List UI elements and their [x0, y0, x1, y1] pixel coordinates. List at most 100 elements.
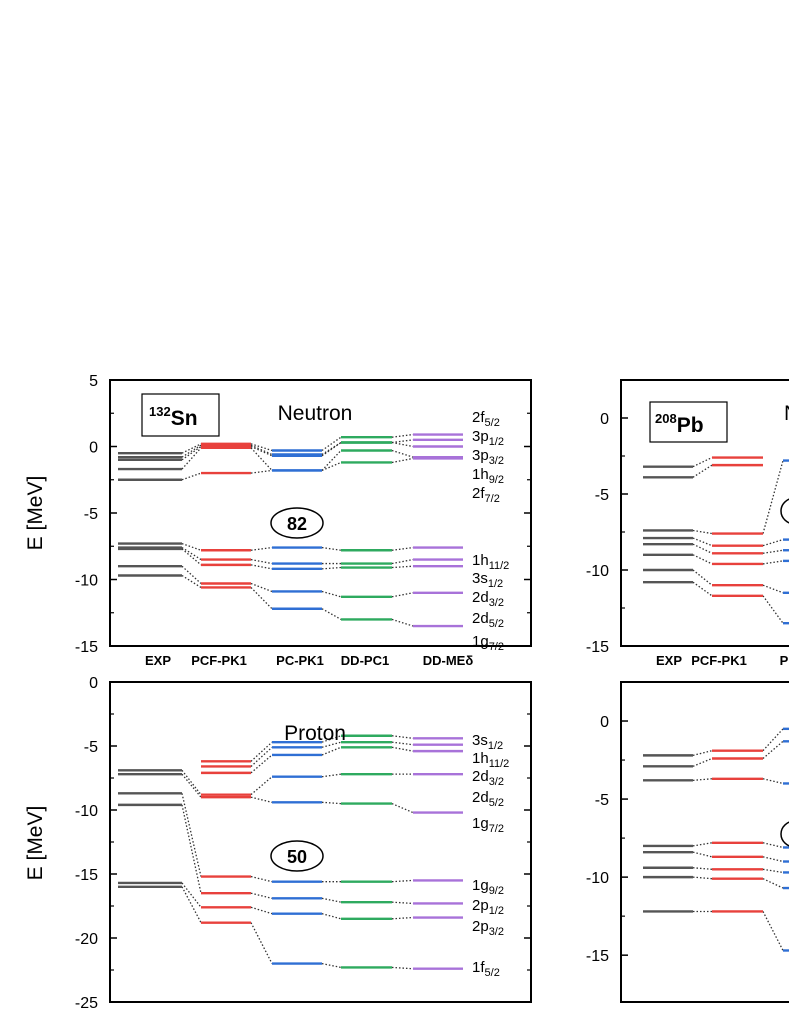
nucleus-label: 208Pb [655, 411, 704, 437]
level-connector [250, 587, 273, 610]
nucleus-label-box [141, 393, 220, 437]
y-tick-label: 0 [600, 411, 609, 428]
level-connector [181, 447, 202, 470]
y-tick-label: -15 [586, 639, 609, 656]
level-connector [250, 447, 273, 471]
level-connector [762, 560, 784, 565]
method-label: EXP [656, 653, 682, 668]
level-connector [762, 778, 784, 785]
level-connector [692, 554, 713, 565]
level-connector [321, 801, 342, 805]
level-connector [181, 882, 202, 908]
y-tick-label: -5 [595, 487, 609, 504]
level-connector [321, 546, 342, 551]
level-connector [321, 436, 342, 452]
method-label: DD-MEδ [423, 653, 474, 668]
orbital-label: 1g7/2 [472, 815, 504, 835]
level-connector [692, 529, 713, 535]
orbital-label: 1h11/2 [472, 750, 509, 770]
orbital-label: 1h11/2 [472, 552, 509, 572]
magic-number-oval [270, 840, 324, 872]
orbital-label: 2p3/2 [472, 918, 504, 938]
level-connector [762, 856, 784, 863]
panel-title: Proton [284, 722, 346, 745]
level-connector [692, 842, 713, 847]
level-connector [321, 450, 342, 471]
level-connector [250, 776, 273, 796]
panel-title: Neutron [278, 402, 353, 425]
level-connector [250, 741, 273, 762]
level-connector [250, 922, 273, 964]
y-tick-label: -15 [75, 639, 98, 656]
level-connector [391, 735, 414, 739]
level-connector [692, 543, 713, 554]
y-axis-label: E [MeV] [24, 476, 47, 551]
level-connector [692, 537, 713, 547]
level-connector [250, 546, 273, 551]
orbital-label: 2p1/2 [472, 897, 504, 917]
level-connector [762, 878, 784, 889]
sn132-proton-panel: 0-5-10-15-20-25 E [MeV] Proton 50 3s1/21… [24, 675, 532, 1012]
level-connector [181, 445, 202, 461]
magic-number: 50 [287, 847, 307, 867]
magic-number-oval [780, 821, 789, 847]
level-connector [181, 542, 202, 551]
orbital-label: 2d5/2 [472, 789, 504, 809]
level-connector [250, 875, 273, 883]
level-connector [391, 746, 414, 752]
level-connector [181, 773, 202, 798]
sn132-neutron-panel: 50-5-10-15 E [MeV] 132Sn Neutron 82 2f5/… [24, 373, 532, 668]
level-connector [250, 444, 273, 456]
y-tick-label: 0 [600, 714, 609, 731]
level-connector [391, 592, 414, 598]
y-tick-label: 0 [89, 440, 98, 457]
method-label: PCF-PK1 [191, 653, 247, 668]
pb208-bottom-panel: 0-5-10-15 [586, 681, 789, 1003]
level-connector [181, 443, 202, 454]
level-connector [250, 443, 273, 452]
level-connector [692, 876, 713, 880]
level-connector [391, 966, 414, 970]
level-connector [692, 464, 713, 478]
level-connector [321, 590, 342, 598]
level-connector [321, 773, 342, 778]
level-connector [762, 549, 784, 554]
level-connector [250, 906, 273, 915]
level-connector [762, 868, 784, 874]
orbital-label: 3p1/2 [472, 428, 504, 448]
level-connector [391, 901, 414, 905]
level-connector [391, 433, 414, 438]
orbital-label: 2d3/2 [472, 768, 504, 788]
orbital-label: 1g9/2 [472, 877, 504, 897]
nucleus-label-box [649, 401, 728, 443]
panel-title-partial: N [784, 402, 789, 425]
level-connector [181, 547, 202, 561]
level-connector [692, 569, 713, 586]
y-tick-label: -5 [595, 792, 609, 809]
y-tick-label: -10 [75, 803, 98, 820]
level-connector [692, 778, 713, 781]
level-connector [250, 445, 273, 457]
level-connector [391, 558, 414, 565]
level-connector [692, 867, 713, 870]
level-connector [762, 842, 784, 849]
level-connector [692, 581, 713, 597]
orbital-label: 3s1/2 [472, 732, 503, 752]
y-tick-label: 0 [89, 675, 98, 692]
y-tick-label: 5 [89, 373, 98, 390]
level-connector [391, 803, 414, 814]
orbital-label: 3s1/2 [472, 570, 503, 590]
y-axis-label: E [MeV] [24, 806, 47, 881]
level-connector [762, 740, 784, 759]
level-connector [250, 754, 273, 774]
level-connector [250, 796, 273, 803]
level-connector [321, 461, 342, 472]
orbital-label: 1f5/2 [472, 959, 500, 979]
method-label: PCF-PK1 [691, 653, 747, 668]
level-connector [391, 439, 414, 444]
level-connector [391, 879, 414, 883]
level-connector [181, 472, 202, 481]
y-tick-label: -10 [586, 563, 609, 580]
